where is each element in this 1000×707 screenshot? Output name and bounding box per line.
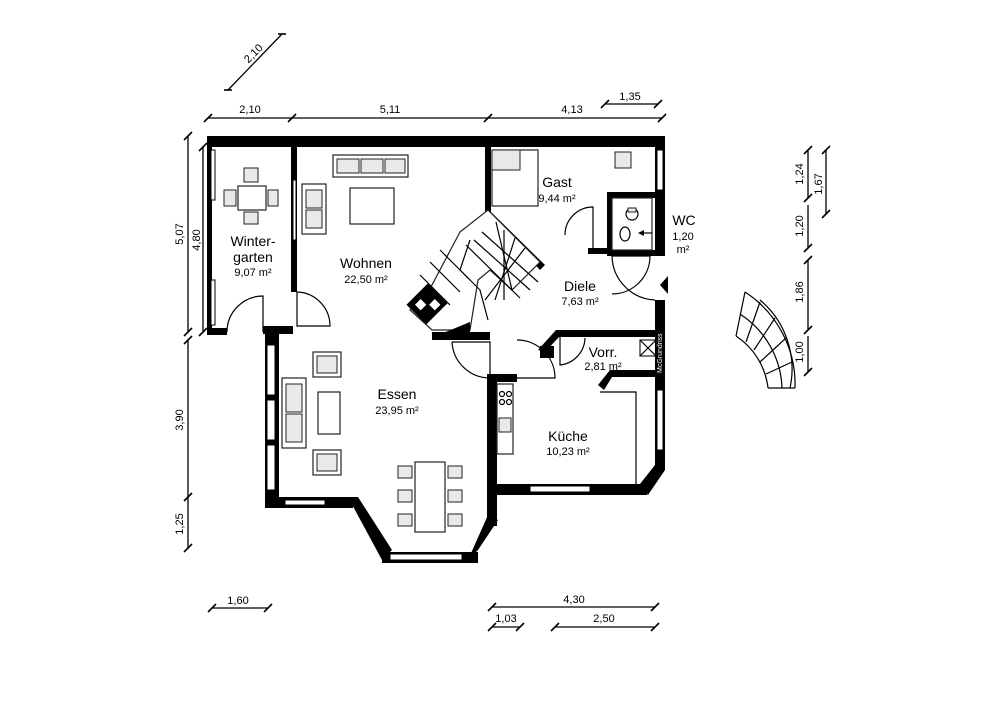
- room-wc-area-1: 1,20: [672, 231, 693, 243]
- room-gast-title: Gast: [542, 174, 572, 190]
- dimension-lines: 2,10 5,11 4,13 1,35 2,10 5,07 4,80 3,90 …: [174, 33, 831, 632]
- brand-strip: [655, 330, 665, 375]
- room-vorr-title: Vorr.: [589, 344, 618, 360]
- room-wintergarten-area: 9,07 m²: [234, 267, 272, 279]
- wall-bay-left: [348, 497, 392, 560]
- room-wohnen-title: Wohnen: [340, 255, 392, 271]
- doors: [226, 206, 668, 379]
- dim-left-125: 1,25: [174, 513, 186, 534]
- dim-right-124: 1,24: [794, 163, 806, 184]
- wall-vorr-bottom: [598, 370, 660, 390]
- room-wintergarten-title-1: Winter-: [230, 233, 275, 249]
- wall-top: [207, 136, 665, 147]
- wall-wintergarten-bottom-left: [207, 328, 227, 335]
- dim-bottom-160: 1,60: [227, 595, 248, 607]
- wall-vorr-left: [540, 346, 554, 358]
- windows: [210, 149, 664, 561]
- wall-wohnen-gast: [485, 136, 491, 216]
- dim-top-135: 1,35: [619, 91, 640, 103]
- room-wintergarten-title-2: garten: [233, 249, 273, 265]
- wall-bay-right: [468, 515, 498, 560]
- dim-top-413: 4,13: [561, 104, 582, 116]
- room-kueche-area: 10,23 m²: [546, 446, 590, 458]
- room-wc-area-2: m²: [677, 244, 690, 256]
- walls: [207, 136, 665, 563]
- room-kueche-title: Küche: [548, 428, 588, 444]
- room-essen-area: 23,95 m²: [375, 405, 419, 417]
- dim-left-480: 4,80: [191, 229, 203, 250]
- wall-kitchen-left: [487, 378, 497, 526]
- dim-top-210: 2,10: [239, 104, 260, 116]
- dim-bottom-430: 4,30: [563, 594, 584, 606]
- dim-top-511: 5,11: [380, 104, 401, 116]
- wall-kitchen-corner: [640, 465, 665, 495]
- wall-vorr-top: [538, 330, 660, 352]
- room-wc-title: WC: [672, 212, 695, 228]
- wall-gast-bottom: [588, 248, 610, 254]
- dim-bottom-250: 2,50: [593, 613, 614, 625]
- room-vorr-area: 2,81 m²: [584, 361, 622, 373]
- dim-diag-210: 2,10: [242, 42, 266, 66]
- wall-wintergarten-left: [207, 136, 212, 334]
- outdoor-steps: [735, 291, 796, 389]
- brand-text: McGrundriss: [657, 333, 664, 373]
- dim-bottom-103: 1,03: [495, 613, 516, 625]
- dim-left-507: 5,07: [174, 223, 186, 244]
- wall-wc-bottom: [607, 250, 657, 256]
- wall-wc-top: [607, 192, 657, 198]
- room-wohnen-area: 22,50 m²: [344, 274, 388, 286]
- room-essen-title: Essen: [378, 386, 417, 402]
- room-gast-area: 9,44 m²: [538, 193, 576, 205]
- dim-right-186: 1,86: [794, 281, 806, 302]
- staircase: [406, 209, 541, 336]
- dim-right-167: 1,67: [813, 173, 825, 194]
- wall-right-mid: [655, 300, 665, 470]
- wall-essen-kitchen: [487, 374, 517, 382]
- room-diele-title: Diele: [564, 278, 596, 294]
- room-labels: Winter- garten 9,07 m² Wohnen 22,50 m² G…: [230, 174, 695, 458]
- dim-right-100: 1,00: [794, 341, 806, 362]
- dim-left-390: 3,90: [174, 409, 186, 430]
- room-diele-area: 7,63 m²: [561, 296, 599, 308]
- wall-wc-left: [607, 192, 613, 254]
- dim-right-120: 1,20: [794, 215, 806, 236]
- wall-right-top: [655, 136, 665, 256]
